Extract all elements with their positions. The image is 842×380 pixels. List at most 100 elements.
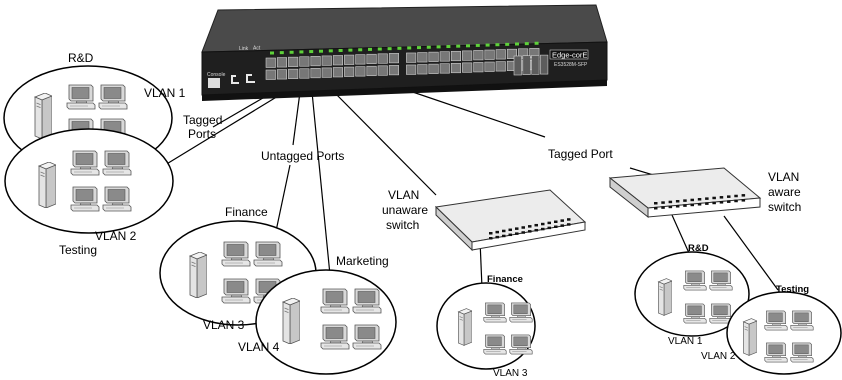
pc-icon: [483, 302, 507, 323]
server-icon: [34, 93, 52, 139]
port-led: [426, 45, 431, 49]
switch-port: [344, 54, 355, 65]
marketing-ellipse: [255, 269, 397, 375]
port-led: [289, 50, 294, 54]
switch-model: ES3528M-SFP: [554, 62, 588, 68]
port-led: [328, 49, 333, 53]
sfp-port: [540, 54, 549, 75]
switch-port: [377, 53, 388, 64]
aware-port: [690, 203, 694, 207]
unaware-port: [528, 225, 532, 228]
switch-port: [462, 50, 473, 61]
logo-mark: [231, 74, 255, 84]
server-icon: [458, 308, 472, 346]
server-icon: [658, 278, 672, 316]
port-led: [495, 43, 500, 47]
server-icon: [189, 252, 207, 298]
port-led: [417, 46, 421, 50]
label-finance: Finance: [225, 205, 268, 219]
switch-port: [417, 52, 428, 63]
label-tagged-port: Tagged Port: [548, 147, 613, 161]
label-aware-line2: aware: [768, 185, 801, 199]
switch-port: [355, 66, 366, 77]
port-block: [265, 48, 549, 80]
switch-port: [439, 51, 450, 62]
port-led: [466, 44, 470, 48]
console-port: [208, 78, 220, 88]
label-untagged-ports: Untagged Ports: [261, 149, 344, 163]
switch-port: [366, 53, 377, 65]
brand-badge: [549, 49, 589, 60]
main-managed-switch: Link Act Console Edge-corE ES3528M-SFP: [201, 4, 608, 101]
vlan-aware-switch: [608, 167, 762, 219]
switch-port: [450, 62, 462, 74]
label-tagged-ports-line2: Ports: [188, 127, 216, 141]
aware-port: [697, 198, 702, 201]
unaware-port: [528, 230, 532, 233]
port-led: [485, 43, 490, 47]
testing-small-group: [726, 291, 842, 375]
switch-port: [450, 50, 462, 62]
unaware-port: [534, 228, 538, 232]
switch-port: [484, 61, 495, 72]
aware-port: [661, 201, 665, 204]
unaware-port: [554, 225, 558, 228]
label-vlan3: VLAN 3: [203, 318, 245, 332]
port-led: [270, 51, 274, 55]
switch-port: [473, 50, 484, 61]
tagged-link-upper: [394, 85, 546, 138]
switch-port: [276, 69, 288, 80]
switch-port: [406, 64, 417, 75]
unaware-port: [502, 234, 506, 238]
rd-small-group: [634, 251, 750, 337]
label-vlan3-small: VLAN 3: [493, 368, 528, 379]
aware-port: [668, 205, 673, 209]
switch-port: [321, 55, 332, 66]
switch-port: [417, 64, 428, 75]
pc-icon: [320, 288, 350, 314]
aware-port: [741, 194, 746, 197]
unaware-port: [495, 230, 499, 234]
diagram-labels: R&D VLAN 1 Tagged Ports Untagged Ports T…: [59, 51, 809, 379]
port-led: [299, 50, 304, 54]
label-unaware-line3: switch: [386, 218, 419, 232]
switch-port: [310, 56, 321, 67]
sfp-port: [522, 55, 531, 76]
label-finance-small: Finance: [487, 274, 523, 285]
label-tagged-ports-line1: Tagged: [183, 113, 222, 127]
testing-vlan2-group: [4, 128, 174, 234]
aware-port: [712, 196, 716, 200]
led-label-link: Link: [239, 46, 249, 52]
aware-port: [697, 203, 702, 206]
switch-port: [299, 56, 310, 67]
unaware-port: [560, 219, 564, 222]
sfp-port: [513, 55, 522, 76]
label-testing: Testing: [59, 243, 97, 257]
switch-port: [377, 65, 388, 76]
port-led: [397, 46, 402, 50]
label-vlan4: VLAN 4: [238, 340, 280, 354]
aware-port: [719, 196, 724, 199]
port-led: [358, 48, 363, 52]
unaware-port: [567, 223, 571, 226]
aware-port: [741, 199, 746, 202]
pc-icon: [509, 302, 533, 323]
switch-port: [332, 67, 344, 78]
label-aware-line3: switch: [768, 200, 801, 214]
pc-icon: [352, 288, 382, 314]
switch-port: [388, 65, 400, 76]
aware-port: [734, 194, 738, 198]
label-vlan2: VLAN 2: [95, 229, 137, 243]
unaware-port: [515, 227, 519, 230]
switch-port: [495, 61, 506, 72]
unaware-port: [508, 228, 512, 232]
port-led: [319, 49, 323, 53]
switch-port: [265, 57, 276, 68]
unaware-port: [502, 229, 506, 233]
aware-port: [675, 205, 680, 208]
label-aware-line1: VLAN: [768, 170, 799, 184]
unaware-port: [567, 218, 571, 221]
vlan-unaware-switch: [434, 189, 587, 252]
untagged-link-top: [292, 91, 301, 146]
pc-icon: [221, 241, 251, 267]
